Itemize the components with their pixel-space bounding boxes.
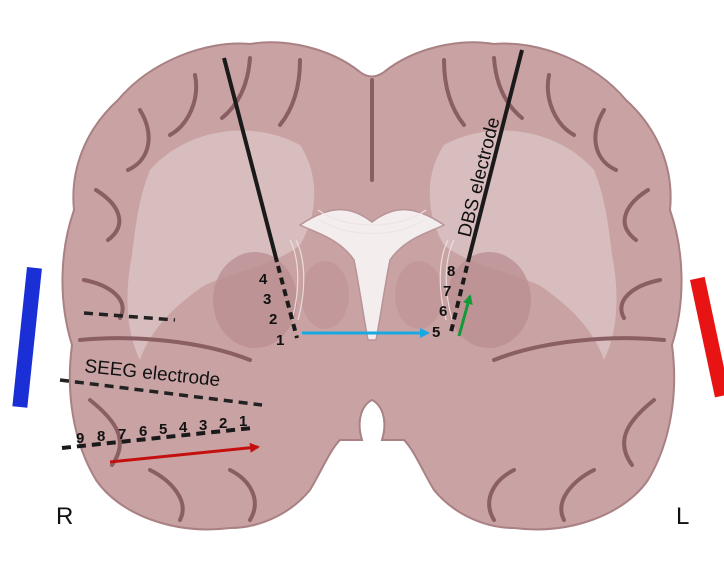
left-thalamus — [395, 261, 443, 329]
dbs-contact-label: 1 — [276, 332, 284, 349]
seeg-contact-label: 4 — [179, 419, 188, 436]
dbs-contact-label: 8 — [447, 263, 455, 280]
seeg-contact-label: 9 — [76, 430, 84, 447]
seeg-contact-label: 1 — [239, 413, 247, 430]
right-putamen — [213, 252, 297, 348]
dbs-contact-label: 6 — [439, 303, 447, 320]
seeg-contact-label: 2 — [219, 415, 227, 432]
left-side-label: L — [676, 503, 689, 530]
seeg-contact-label: 8 — [97, 428, 105, 445]
right-thalamus — [301, 261, 349, 329]
seeg-contact-label: 5 — [159, 421, 167, 438]
dbs-contact-label: 7 — [443, 283, 451, 300]
seeg-contact-label: 7 — [118, 426, 126, 443]
dbs-contact-label: 3 — [263, 291, 271, 308]
dbs-contact-label: 2 — [269, 311, 277, 328]
dbs-contact-label: 5 — [432, 324, 440, 341]
seeg-contact-label: 6 — [139, 423, 147, 440]
right-side-label: R — [56, 503, 73, 530]
dbs-contact-label: 4 — [259, 271, 268, 288]
left-surface-pad — [690, 277, 724, 397]
right-surface-pad — [12, 267, 42, 408]
seeg-contact-label: 3 — [199, 417, 207, 434]
